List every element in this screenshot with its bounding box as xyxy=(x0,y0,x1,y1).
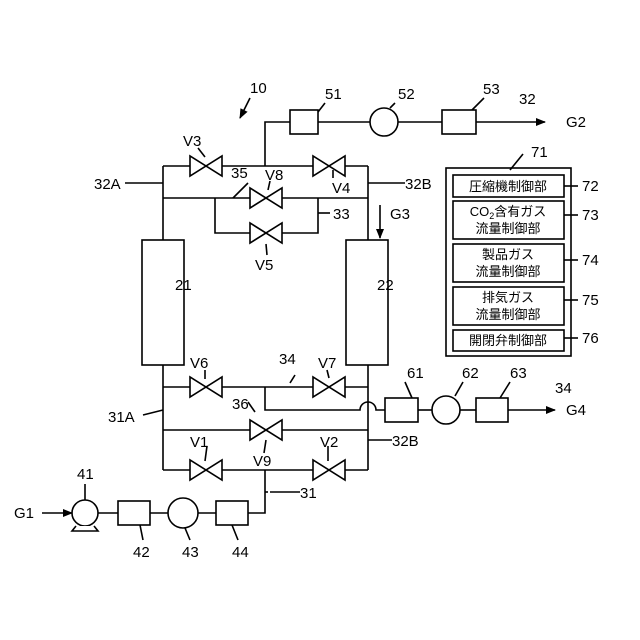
ref-31a: 31A xyxy=(108,409,135,426)
ref-74: 74 xyxy=(582,252,599,269)
valve-v2-label: V2 xyxy=(320,434,338,451)
ref-10: 10 xyxy=(250,80,267,97)
gas-g1: G1 xyxy=(14,505,34,522)
valve-v7-label: V7 xyxy=(318,355,336,372)
ref-44: 44 xyxy=(232,544,249,561)
ref-63: 63 xyxy=(510,365,527,382)
valve-v1-label: V1 xyxy=(190,434,208,451)
ref-22: 22 xyxy=(377,277,394,294)
ref-43: 43 xyxy=(182,544,199,561)
ref-34-bottom: 34 xyxy=(555,380,572,397)
unit-74-line2: 流量制御部 xyxy=(475,264,540,279)
flow-unit-42 xyxy=(118,501,150,525)
valve-v4-label: V4 xyxy=(332,180,350,197)
unit-76-line1: 開閉弁制御部 xyxy=(469,333,547,348)
valve-v3-icon xyxy=(190,156,222,176)
valve-v9-label: V9 xyxy=(253,453,271,470)
valve-v3-label: V3 xyxy=(183,133,201,150)
ref-52: 52 xyxy=(398,86,415,103)
valves xyxy=(190,156,345,480)
instrument-43-icon xyxy=(168,498,198,528)
ref-32b-top: 32B xyxy=(405,176,432,193)
instrument-62-icon xyxy=(432,396,460,424)
unit-73-line2: 流量制御部 xyxy=(475,221,540,236)
flow-unit-44 xyxy=(216,501,248,525)
ref-32b-bottom: 32B xyxy=(392,433,419,450)
compressor-41-icon xyxy=(72,500,98,531)
ref-33: 33 xyxy=(333,206,350,223)
unit-72-line1: 圧縮機制御部 xyxy=(469,179,547,194)
valve-v2-icon xyxy=(313,460,345,480)
ref-76: 76 xyxy=(582,330,599,347)
ref-62: 62 xyxy=(462,365,479,382)
flow-unit-63 xyxy=(476,398,508,422)
ref-41: 41 xyxy=(77,466,94,483)
valve-v1-icon xyxy=(190,460,222,480)
ref-34-top: 34 xyxy=(279,351,296,368)
ref-61: 61 xyxy=(407,365,424,382)
valve-v4-icon xyxy=(313,156,345,176)
valve-v7-icon xyxy=(313,377,345,397)
flow-unit-51 xyxy=(290,110,318,134)
valve-v5-label: V5 xyxy=(255,257,273,274)
ref-42: 42 xyxy=(133,544,150,561)
equipment xyxy=(72,108,508,531)
adsorption-column-22 xyxy=(346,240,388,365)
ref-32: 32 xyxy=(519,91,536,108)
ref-72: 72 xyxy=(582,178,599,195)
adsorption-column-21 xyxy=(142,240,184,365)
gas-g2: G2 xyxy=(566,114,586,131)
valve-v8-label: V8 xyxy=(265,167,283,184)
gas-g3: G3 xyxy=(390,206,410,223)
valve-v5-icon xyxy=(250,223,282,243)
unit-75-line2: 流量制御部 xyxy=(475,307,540,322)
ref-31: 31 xyxy=(300,485,317,502)
flow-unit-61 xyxy=(385,398,418,422)
ref-51: 51 xyxy=(325,86,342,103)
valve-v8-icon xyxy=(250,188,282,208)
valve-labels: V3 V4 V8 V5 V6 V7 V1 V2 V9 xyxy=(183,133,350,470)
unit-73-line1: CO2含有ガス xyxy=(470,204,547,221)
controller-panel: 71 圧縮機制御部 72 CO2含有ガス 流量制御部 73 製品ガス 流量制御部… xyxy=(446,144,599,356)
unit-75-line1: 排気ガス xyxy=(482,290,534,305)
gas-g4: G4 xyxy=(566,402,586,419)
ref-36: 36 xyxy=(232,396,249,413)
ref-21: 21 xyxy=(175,277,192,294)
ref-75: 75 xyxy=(582,292,599,309)
ref-35: 35 xyxy=(231,165,248,182)
unit-74-line1: 製品ガス xyxy=(482,247,534,262)
flow-unit-53 xyxy=(442,110,476,134)
valve-v6-label: V6 xyxy=(190,355,208,372)
ref-32a: 32A xyxy=(94,176,121,193)
ref-73: 73 xyxy=(582,207,599,224)
valve-v6-icon xyxy=(190,377,222,397)
instrument-52-icon xyxy=(370,108,398,136)
valve-v9-icon xyxy=(250,420,282,440)
ref-71: 71 xyxy=(531,144,548,161)
ref-53: 53 xyxy=(483,81,500,98)
